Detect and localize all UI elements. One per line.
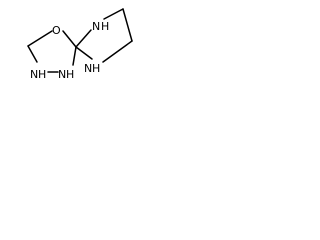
bond-o-to-left-ch2 [27, 30, 53, 47]
bond-right-to-lower-right-nh [102, 40, 133, 63]
nitrogen-bottom-left-label: N [30, 68, 38, 81]
hydrogen-bottom-right-label: H [92, 62, 100, 75]
bond-spiro-to-lower-right-nh [75, 46, 93, 60]
hydrogen-bottom-left-label: H [38, 68, 46, 81]
bond-left-ch2-to-lower-nh [27, 45, 38, 63]
bond-spiro-to-upper-nh [75, 29, 92, 48]
bond-upper-nh-to-top-right [103, 8, 124, 20]
oxygen-label: O [52, 24, 61, 37]
nitrogen-bottom-right-label: N [84, 62, 92, 75]
hydrogen-top-right-label: H [101, 20, 109, 33]
bond-top-right-to-right [122, 8, 133, 42]
atom-labels: O N H N H N H N H [30, 20, 109, 81]
nitrogen-top-right-label: N [92, 20, 100, 33]
nitrogen-bottom-middle-label: N [58, 68, 66, 81]
bonds [27, 8, 133, 73]
hydrogen-bottom-middle-label: H [66, 68, 74, 81]
bond-o-to-spiro [62, 30, 77, 48]
bond-middle-nh-to-spiro [72, 46, 77, 66]
chemical-structure: O N H N H N H N H [27, 8, 133, 81]
